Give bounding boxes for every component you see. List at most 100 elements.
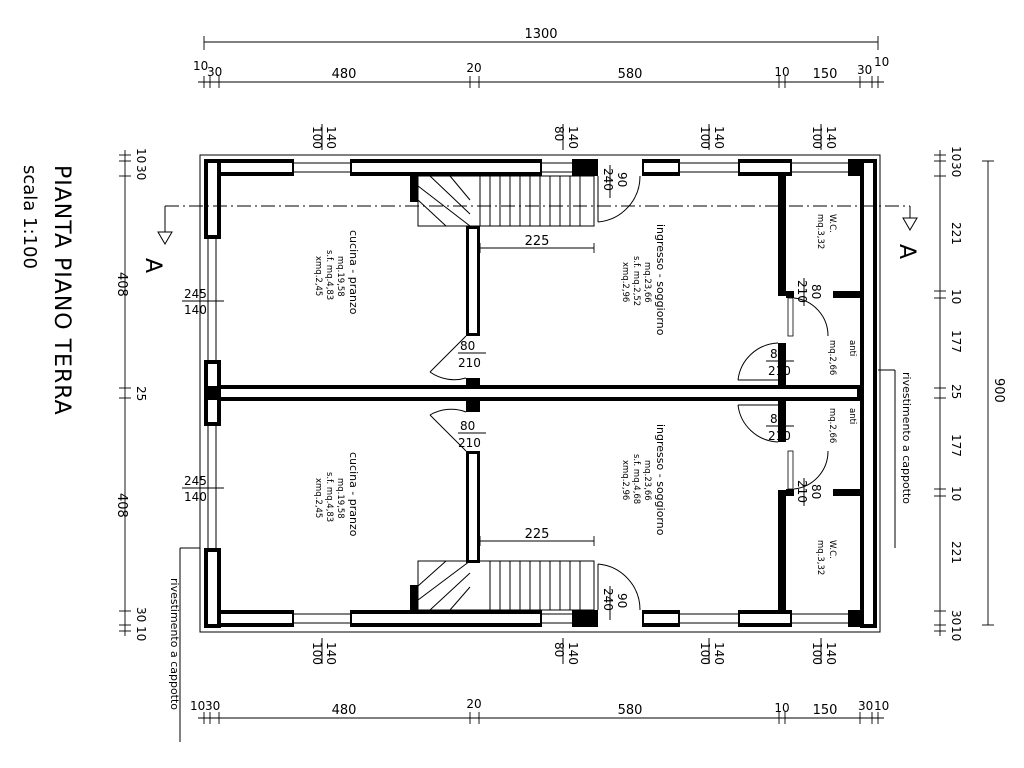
room-living-top-area: mq.23,66 [642, 262, 652, 303]
room-living-bottom-sf: s.f. mq.4,68 [631, 454, 641, 504]
win-top-3-h: 140 [712, 126, 726, 149]
anti-door-top-w: 80 [770, 347, 785, 361]
wc-door-top-w: 80 [809, 284, 823, 299]
room-kitchen-bottom-sf: s.f. mq.4,83 [324, 472, 334, 522]
wc-door-top-h: 210 [795, 280, 809, 303]
right-dimensions: 900 10 30 221 10 177 25 177 10 221 30 10 [934, 146, 1006, 641]
doors [429, 175, 829, 611]
dim-right-total: 900 [991, 378, 1006, 403]
room-wc-bottom-area: mq.3,32 [815, 540, 825, 575]
dim-right-6: 177 [949, 434, 963, 457]
dim-top-1: 30 [207, 65, 222, 79]
room-anti-bottom-area: mq.2,66 [827, 408, 837, 443]
room-living-top-sf: s.f. mq.2,52 [631, 256, 641, 306]
room-living-bottom-area: mq.23,66 [642, 460, 652, 501]
dim-bottom-0: 10 [190, 699, 205, 713]
win-top-4-h: 140 [824, 126, 838, 149]
bottom-dimensions: 10 30 480 20 580 10 150 30 10 [190, 697, 889, 724]
dim-right-2: 221 [949, 222, 963, 245]
dim-top-7: 30 [857, 63, 872, 77]
room-living-bottom-name: ingresso - soggiorno [654, 424, 667, 536]
dim-left-1: 30 [134, 165, 148, 180]
kitchen-door-top-w: 80 [460, 339, 475, 353]
cladding-note-left: rivestimento a cappotto [168, 578, 181, 710]
dim-left-2: 408 [114, 272, 129, 297]
dim-top-3: 20 [466, 61, 481, 75]
win-top-1-w: 100 [310, 126, 324, 149]
win-bottom-2-w: 80 [552, 642, 566, 657]
dim-top-6: 150 [813, 67, 838, 82]
entry-bottom-h: 240 [601, 588, 615, 611]
kitchen-door-top-h: 210 [458, 356, 481, 370]
win-top-4-w: 100 [810, 126, 824, 149]
kitchen-door-bottom-w: 80 [460, 419, 475, 433]
dim-bottom-3: 20 [466, 697, 481, 711]
room-living-top-x: xmq.2,96 [620, 262, 630, 302]
anti-door-bottom-h: 210 [768, 429, 791, 443]
dim-total-width: 1300 [524, 27, 557, 42]
left-dimensions: 10 30 408 25 408 30 10 [114, 148, 148, 641]
win-bottom-1-h: 140 [324, 642, 338, 665]
dim-bottom-8: 10 [874, 699, 889, 713]
dim-right-9: 30 [949, 610, 963, 625]
section-line: A A [140, 205, 919, 273]
room-living-top-name: ingresso - soggiorno [654, 224, 667, 336]
stair-width-bottom: 225 [525, 527, 550, 542]
room-kitchen-bottom-name: cucina - pranzo [347, 452, 360, 537]
dim-left-6: 10 [134, 626, 148, 641]
kitchen-window-top-w: 245 [184, 287, 207, 301]
kitchen-window-top-h: 140 [184, 303, 207, 317]
win-top-1-h: 140 [324, 126, 338, 149]
dim-left-0: 10 [134, 148, 148, 163]
room-labels: cucina - pranzo mq.19,58 s.f. mq.4,83 xm… [313, 214, 857, 575]
entry-top-w: 90 [615, 172, 629, 187]
top-dimensions: 1300 10 30 480 20 580 10 150 30 10 [193, 27, 889, 88]
stair-width-top: 225 [525, 234, 550, 249]
win-top-3-w: 100 [698, 126, 712, 149]
room-wc-top-area: mq.3,32 [815, 214, 825, 249]
cladding-annotations: rivestimento a cappotto rivestimento a c… [168, 369, 913, 742]
anti-door-top-h: 210 [768, 364, 791, 378]
plan-scale: scala 1:100 [19, 165, 40, 269]
win-top-2-w: 80 [552, 126, 566, 141]
windows [294, 162, 848, 624]
dim-bottom-1: 30 [205, 699, 220, 713]
win-bottom-4-w: 100 [810, 642, 824, 665]
wc-door-bottom-w: 80 [809, 484, 823, 499]
room-wc-top-name: W.C. [827, 214, 837, 233]
room-kitchen-top-name: cucina - pranzo [347, 230, 360, 315]
dim-top-5: 10 [774, 65, 789, 79]
dim-right-7: 10 [949, 486, 963, 501]
room-kitchen-top-area: mq.19,58 [335, 256, 345, 297]
opening-labels: 100 140 80 140 100 140 100 140 100 140 8… [182, 124, 838, 665]
win-bottom-4-h: 140 [824, 642, 838, 665]
kitchen-window-bottom-w: 245 [184, 474, 207, 488]
dim-left-5: 30 [134, 607, 148, 622]
dim-top-4: 580 [618, 67, 643, 82]
win-bottom-3-h: 140 [712, 642, 726, 665]
kitchen-window-bottom-h: 140 [184, 490, 207, 504]
dim-top-0: 10 [193, 59, 208, 73]
dim-left-4: 408 [114, 493, 129, 518]
dim-top-2: 480 [332, 67, 357, 82]
room-wc-bottom-name: W.C. [827, 540, 837, 559]
wc-door-bottom-h: 210 [795, 480, 809, 503]
room-kitchen-bottom-x: xmq.2,45 [313, 478, 323, 518]
dim-right-10: 10 [949, 626, 963, 641]
entry-bottom-w: 90 [615, 593, 629, 608]
dim-right-1: 30 [949, 162, 963, 177]
anti-door-bottom-w: 80 [770, 412, 785, 426]
room-living-bottom-x: xmq.2,96 [620, 460, 630, 500]
kitchen-door-bottom-h: 210 [458, 436, 481, 450]
walls [199, 154, 881, 633]
dim-right-8: 221 [949, 541, 963, 564]
dim-bottom-7: 30 [858, 699, 873, 713]
dim-right-4: 177 [949, 330, 963, 353]
win-top-2-h: 140 [566, 126, 580, 149]
dim-bottom-4: 580 [618, 703, 643, 718]
dim-bottom-6: 150 [813, 703, 838, 718]
section-label-right: A [894, 244, 919, 259]
section-label-left: A [140, 258, 165, 273]
room-anti-top-area: mq.2,66 [827, 340, 837, 375]
